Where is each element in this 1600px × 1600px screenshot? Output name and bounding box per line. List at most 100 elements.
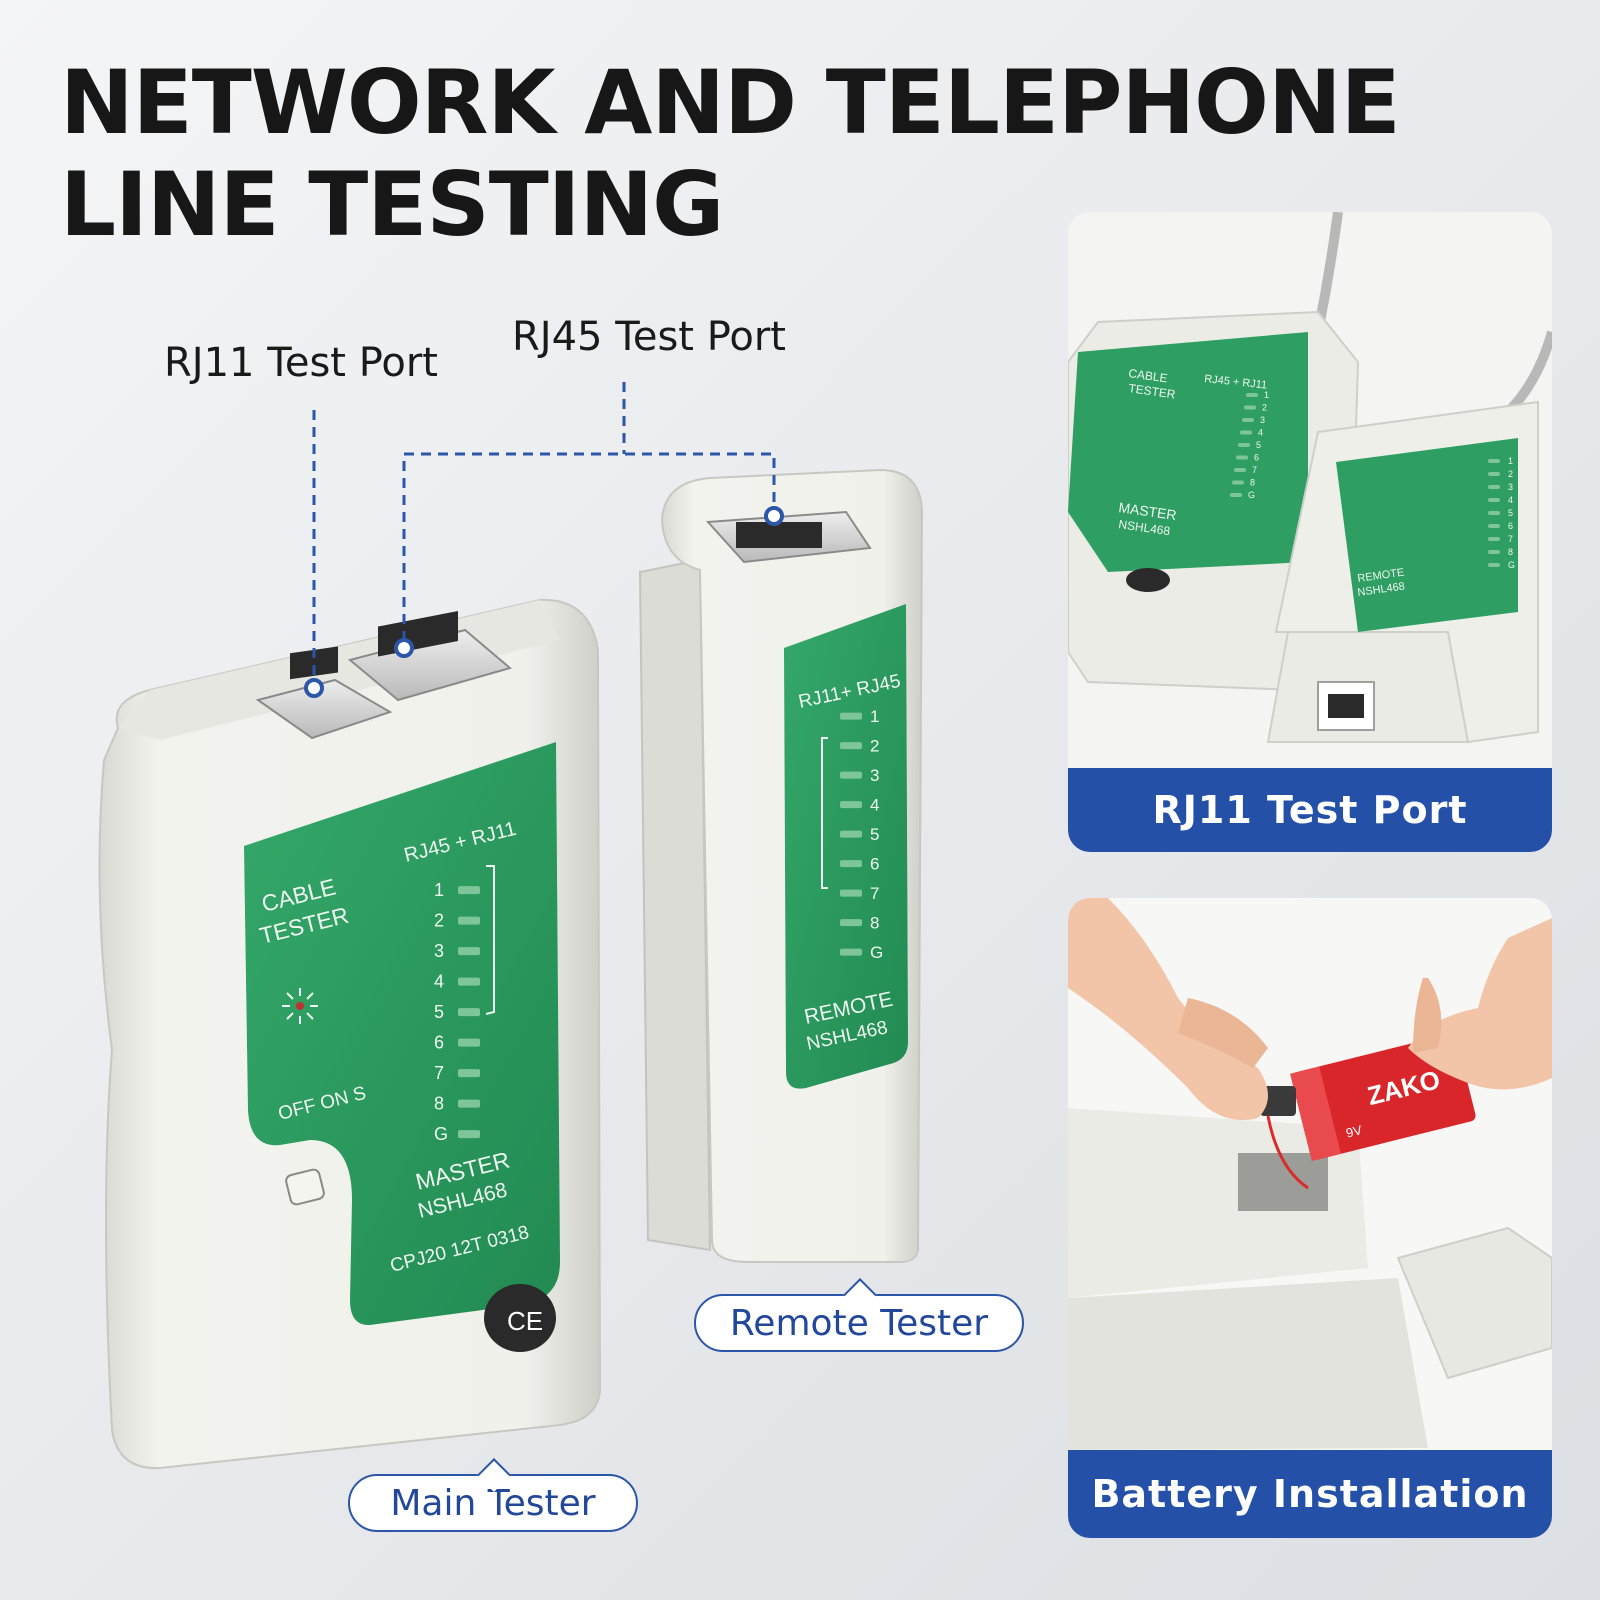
led-indicator	[1488, 459, 1500, 464]
led-pin-label: G	[1248, 490, 1255, 500]
led-indicator	[1242, 418, 1254, 423]
main-tester-label: Main Tester	[348, 1474, 638, 1532]
rj11-card-title: RJ11 Test Port	[1068, 768, 1552, 852]
led-pin-label: 7	[434, 1063, 444, 1083]
led-indicator	[840, 948, 862, 956]
led-indicator	[1488, 524, 1500, 529]
remote-rj45-port	[705, 510, 872, 564]
svg-text:CABLE: CABLE	[1128, 366, 1169, 385]
led-pin-label: 1	[1264, 390, 1269, 400]
led-indicator	[458, 886, 480, 895]
led-pin-label: 5	[870, 825, 879, 844]
led-indicator	[458, 947, 480, 956]
led-pin-label: 5	[434, 1002, 444, 1022]
led-indicator	[458, 1069, 480, 1078]
sun-icon	[282, 988, 318, 1024]
led-pin-label: 3	[434, 941, 444, 961]
led-pin-label: 8	[1250, 478, 1255, 488]
led-indicator	[1238, 443, 1250, 448]
led-indicator	[1488, 537, 1500, 542]
battery-card-title: Battery Installation	[1068, 1450, 1552, 1538]
led-indicator	[1488, 563, 1500, 568]
power-switch[interactable]	[285, 1168, 325, 1206]
led-pin-label: 7	[1508, 534, 1513, 544]
remote-tester-label: Remote Tester	[694, 1294, 1024, 1352]
led-indicator	[840, 771, 862, 779]
battery-card: ZAKO 9V Battery Installation	[1068, 898, 1552, 1538]
callout-dots	[304, 506, 784, 698]
led-pin-label: 6	[1508, 521, 1513, 531]
led-pin-label: 3	[870, 766, 879, 785]
ce-mark: CE	[507, 1306, 543, 1336]
led-pin-label: G	[870, 943, 883, 962]
led-indicator	[458, 1099, 480, 1108]
led-indicator	[840, 889, 862, 897]
led-indicator	[840, 712, 862, 720]
led-pin-label: 2	[1508, 469, 1513, 479]
callout-lines	[312, 382, 776, 680]
led-indicator	[458, 977, 480, 986]
led-indicator	[840, 919, 862, 927]
led-indicator	[1488, 511, 1500, 516]
led-indicator	[1232, 480, 1244, 485]
led-indicator	[1488, 472, 1500, 477]
led-pin-label: 1	[870, 707, 879, 726]
led-indicator	[1244, 405, 1256, 410]
led-pin-label: 8	[870, 914, 879, 933]
led-pin-label: 3	[1508, 482, 1513, 492]
remote-green-panel	[784, 604, 908, 1089]
led-pin-label: 6	[1254, 453, 1259, 463]
led-pin-label: 5	[1508, 508, 1513, 518]
rj45-callout-label: RJ45 Test Port	[512, 314, 786, 360]
main-green-panel	[244, 742, 560, 1326]
ce-badge	[484, 1284, 556, 1352]
led-pin-label: G	[434, 1124, 448, 1144]
led-pin-label: 6	[434, 1033, 444, 1053]
led-indicator	[1488, 550, 1500, 555]
led-pin-label: 6	[870, 855, 879, 874]
led-pin-label: 8	[1508, 547, 1513, 557]
led-indicator	[840, 830, 862, 838]
battery-photo: ZAKO 9V	[1068, 898, 1552, 1450]
led-indicator	[840, 801, 862, 809]
led-pin-label: 4	[1258, 428, 1263, 438]
led-indicator	[1488, 485, 1500, 490]
led-pin-label: 2	[1262, 403, 1267, 413]
led-pin-label: 7	[870, 884, 879, 903]
remote-led-list: 1 2 3 4 5 6 7 8G	[840, 707, 883, 962]
led-indicator	[840, 742, 862, 750]
led-indicator	[1240, 430, 1252, 435]
led-pin-label: 1	[434, 880, 444, 900]
led-indicator	[1488, 498, 1500, 503]
led-pin-label: 8	[434, 1094, 444, 1114]
headline-line-2: LINE TESTING	[60, 153, 724, 256]
led-indicator	[1246, 393, 1258, 398]
headline: NETWORK AND TELEPHONE LINE TESTING	[60, 51, 1401, 256]
led-indicator	[458, 1008, 480, 1017]
led-indicator	[1230, 493, 1242, 498]
battery-voltage: 9V	[1344, 1122, 1363, 1140]
led-pin-label: 1	[1508, 456, 1513, 466]
led-pin-label: 5	[1256, 440, 1261, 450]
led-pin-label: G	[1508, 560, 1515, 570]
led-indicator	[1234, 468, 1246, 473]
svg-text:TESTER: TESTER	[1128, 381, 1177, 401]
led-pin-label: 3	[1260, 415, 1265, 425]
led-pin-label: 7	[1252, 465, 1257, 475]
led-pin-label: 4	[870, 796, 879, 815]
led-pin-label: 4	[434, 972, 444, 992]
led-pin-label: 4	[1508, 495, 1513, 505]
led-indicator	[1236, 455, 1248, 460]
led-indicator	[458, 1038, 480, 1047]
headline-line-1: NETWORK AND TELEPHONE	[60, 51, 1401, 154]
main-led-list: 1 2 3 4 5 6 7 8G	[434, 880, 480, 1144]
led-indicator	[458, 916, 480, 925]
rj11-callout-label: RJ11 Test Port	[164, 340, 438, 386]
led-pin-label: 2	[434, 911, 444, 931]
led-pin-label: 2	[870, 737, 879, 756]
led-indicator	[458, 1130, 480, 1139]
